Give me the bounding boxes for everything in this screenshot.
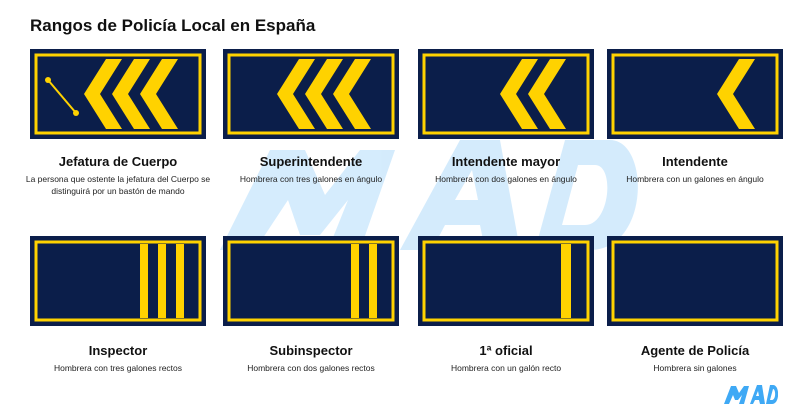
rank-description: Hombrera con tres galones en ángulo xyxy=(239,174,383,184)
rank-name: Superintendente xyxy=(259,154,363,169)
rank-name: Jefatura de Cuerpo xyxy=(58,154,178,169)
rank-name: Inspector xyxy=(88,343,148,358)
epaulette-intendente-mayor xyxy=(418,49,594,139)
epaulette-agente xyxy=(607,236,783,326)
rank-description: Hombrera sin galones xyxy=(653,363,737,373)
epaulette-inspector xyxy=(30,236,206,326)
rank-name: Intendente mayor xyxy=(451,154,561,169)
page-title: Rangos de Policía Local en España xyxy=(30,16,316,35)
rank-name: Subinspector xyxy=(269,343,353,358)
rank-description: Hombrera con dos galones rectos xyxy=(247,363,375,373)
rank-description: Hombrera con tres galones rectos xyxy=(53,363,183,373)
baton-icon xyxy=(45,77,79,116)
epaulette-subinspector xyxy=(223,236,399,326)
rank-name: 1ª oficial xyxy=(479,343,533,358)
epaulette-primer-oficial xyxy=(418,236,594,326)
mad-logo xyxy=(724,385,778,404)
rank-description: Hombrera con un galón recto xyxy=(450,363,562,373)
epaulette-intendente xyxy=(607,49,783,139)
rank-name: Agente de Policía xyxy=(640,343,750,358)
epaulette-superintendente xyxy=(223,49,399,139)
epaulette-jefatura xyxy=(30,49,206,139)
rank-description: Hombrera con un galones en ángulo xyxy=(626,174,764,184)
rank-description: La persona que ostente la jefatura del C… xyxy=(25,174,211,196)
rank-description: Hombrera con dos galones en ángulo xyxy=(435,174,577,184)
rank-name: Intendente xyxy=(662,154,728,169)
